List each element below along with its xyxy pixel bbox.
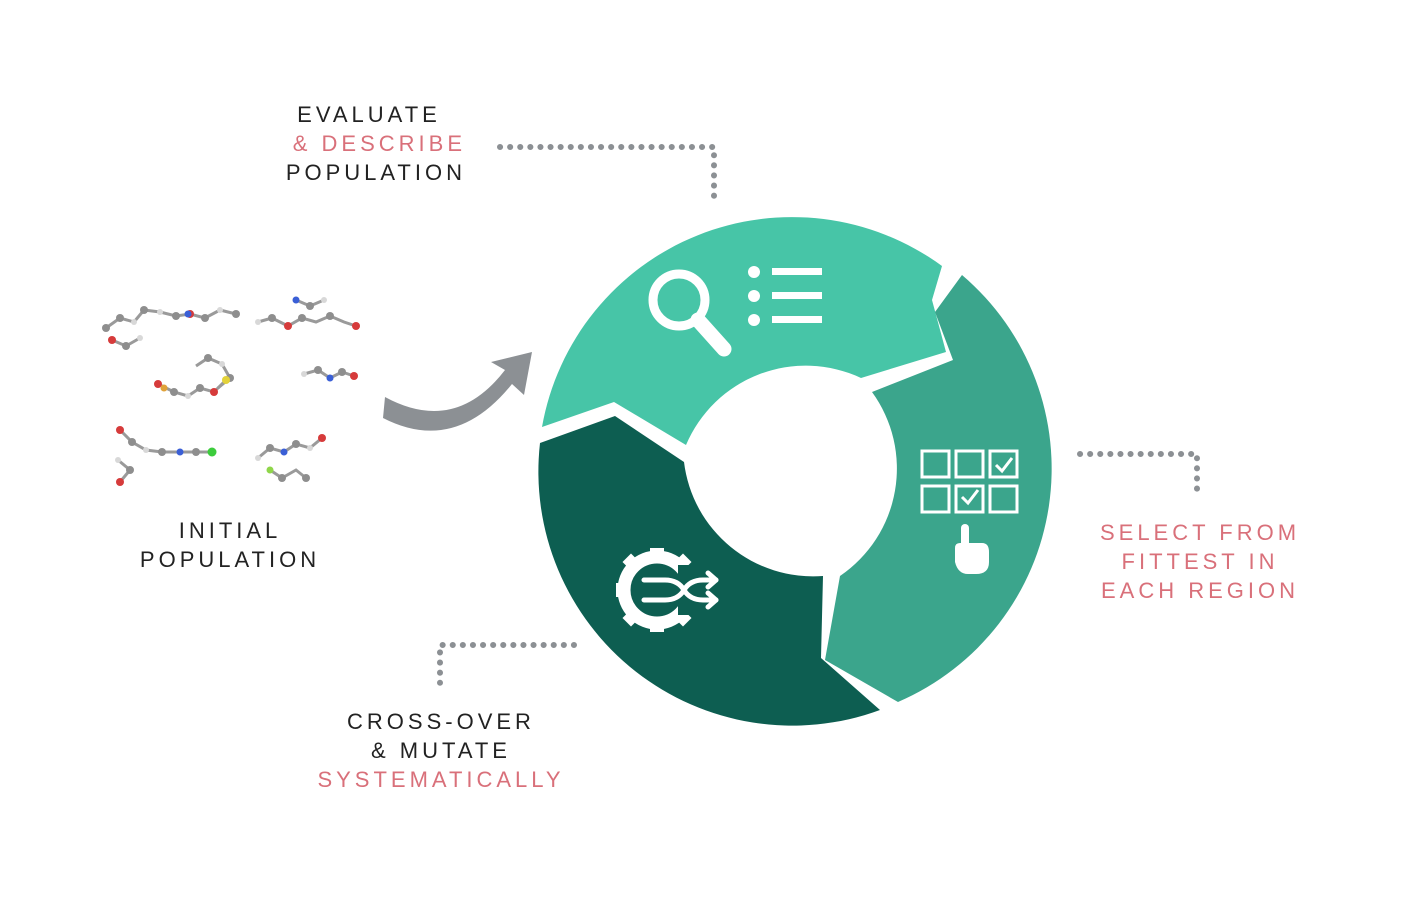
molecules-icon xyxy=(102,296,360,486)
label-select: SELECT FROM FITTEST IN EACH REGION xyxy=(1080,518,1320,605)
label-evaluate: EVALUATE & DESCRIBE POPULATION xyxy=(250,100,466,187)
crossover-line-2: & MUTATE xyxy=(371,738,511,763)
pointing-hand-icon xyxy=(955,524,989,574)
select-line-1: SELECT FROM xyxy=(1099,520,1301,545)
segment-evaluate xyxy=(542,217,946,445)
curved-arrow-icon xyxy=(383,352,532,431)
select-line-2: FITTEST IN xyxy=(1121,549,1279,574)
checkbox-grid-icon xyxy=(920,449,1019,514)
connector-crossover xyxy=(437,642,577,691)
initial-line-1: INITIAL xyxy=(178,518,282,543)
label-crossover: CROSS-OVER & MUTATE SYSTEMATICALLY xyxy=(296,707,586,794)
segment-select xyxy=(825,275,1052,702)
evaluate-line-2: & DESCRIBE xyxy=(292,131,466,156)
evaluate-line-3: POPULATION xyxy=(285,160,466,185)
connector-evaluate xyxy=(497,144,717,207)
gear-shuffle-icon xyxy=(616,548,719,632)
crossover-line-3: SYSTEMATICALLY xyxy=(317,767,565,792)
evaluate-line-1: EVALUATE xyxy=(297,102,441,127)
initial-line-2: POPULATION xyxy=(139,547,321,572)
magnifier-icon xyxy=(648,269,732,357)
crossover-line-1: CROSS-OVER xyxy=(347,709,535,734)
connector-select xyxy=(1077,451,1200,500)
select-line-3: EACH REGION xyxy=(1100,578,1300,603)
list-icon xyxy=(748,266,822,326)
segment-crossover xyxy=(538,416,880,726)
label-initial-population: INITIAL POPULATION xyxy=(122,516,338,574)
